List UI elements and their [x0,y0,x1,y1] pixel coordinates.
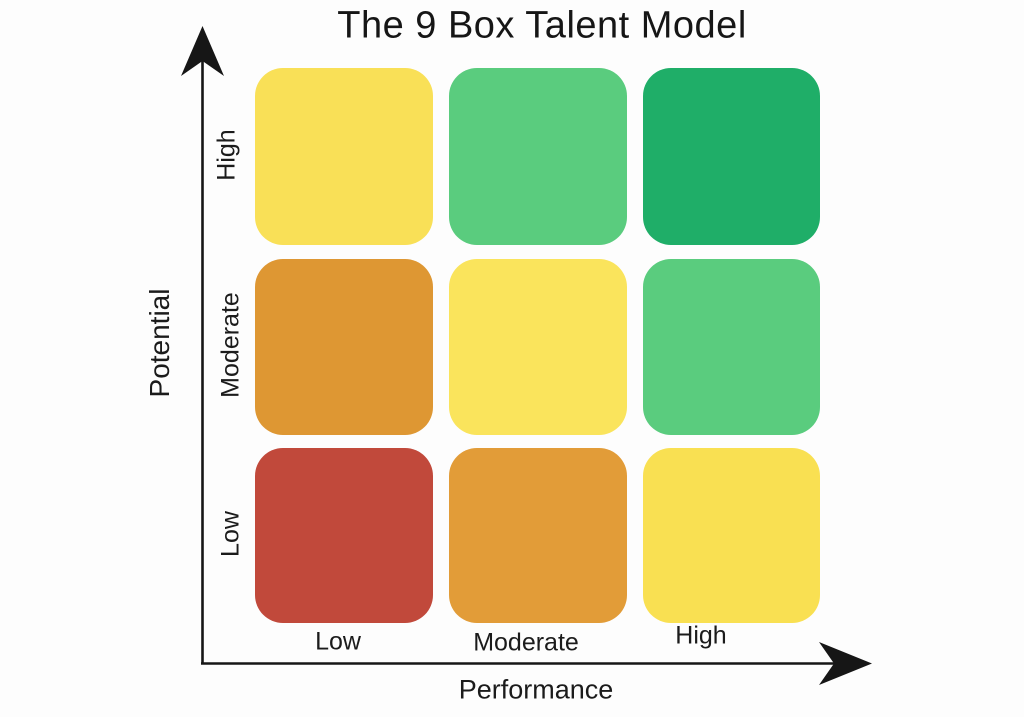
cell-potential-moderate-performance-moderate [449,258,627,435]
y-tick-moderate: Moderate [216,292,245,398]
x-axis-title: Performance [458,674,614,705]
y-axis-title: Potential [144,288,175,398]
y-tick-low: Low [216,511,245,557]
x-tick-moderate: Moderate [473,628,579,657]
cell-potential-high-performance-high [643,68,820,245]
cell-potential-low-performance-high [643,448,820,623]
y-axis-arrowhead [181,26,224,76]
matrix-grid [255,68,820,623]
cell-potential-high-performance-moderate [449,68,627,245]
cell-potential-high-performance-low [255,68,433,245]
cell-potential-low-performance-moderate [449,448,627,623]
x-tick-high: High [675,621,727,650]
page-title: The 9 Box Talent Model [337,4,747,47]
cell-potential-moderate-performance-high [643,258,820,435]
x-axis-arrowhead [819,642,872,685]
x-tick-low: Low [315,627,361,656]
cell-potential-moderate-performance-low [255,258,433,435]
cell-potential-low-performance-low [255,448,433,623]
y-tick-high: High [212,129,241,181]
